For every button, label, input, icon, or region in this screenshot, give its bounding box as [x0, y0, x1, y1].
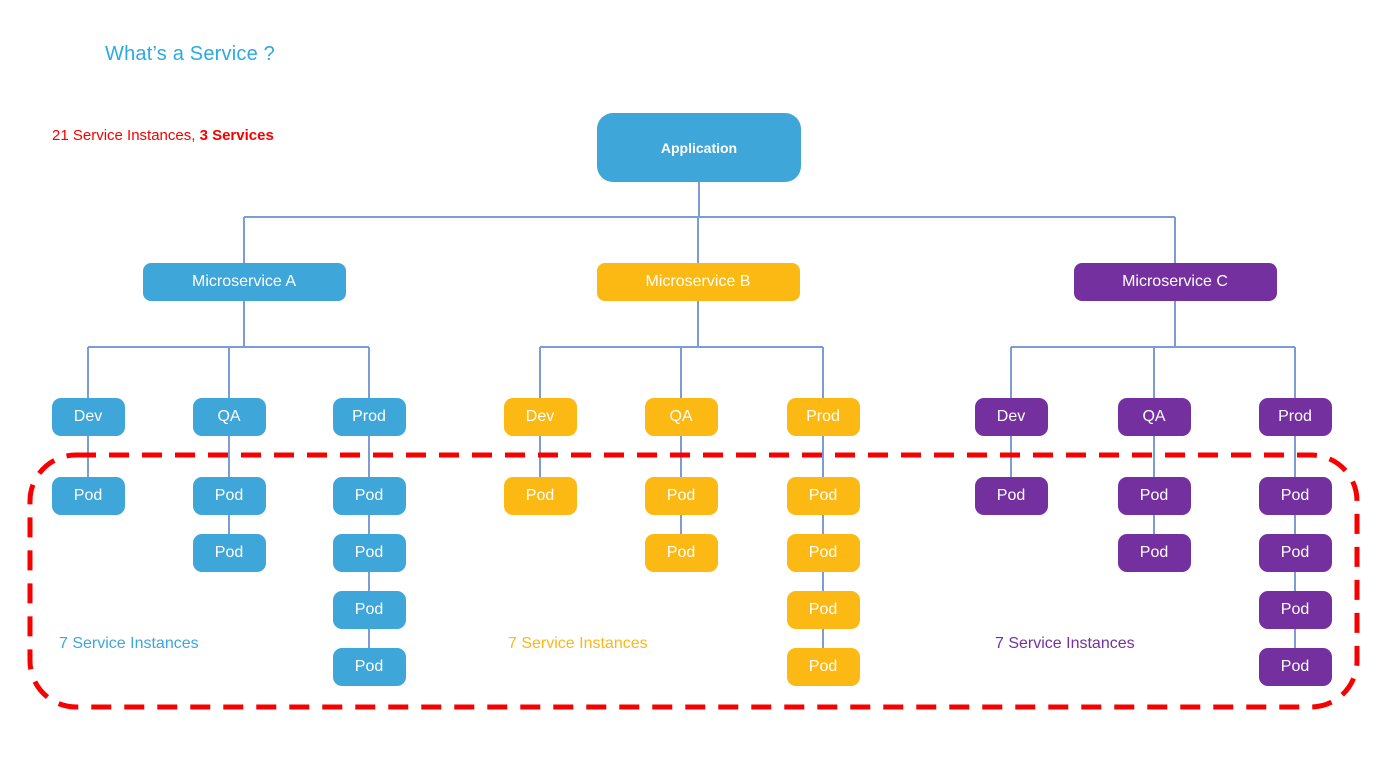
connector-line	[697, 217, 699, 263]
connector-line	[1010, 347, 1012, 398]
connector-line	[1153, 347, 1155, 398]
connector-line	[87, 436, 89, 477]
pod-node: Pod	[332, 534, 406, 572]
environment-node: Dev	[503, 398, 577, 436]
pod-node: Pod	[1258, 591, 1332, 629]
pod-node: Pod	[1258, 648, 1332, 686]
microservice-node: Microservice B	[596, 263, 800, 301]
connector-line	[228, 347, 230, 398]
connector-line	[228, 436, 230, 477]
connector-line	[680, 347, 682, 398]
connector-line	[539, 347, 541, 398]
connector-line	[822, 347, 824, 398]
connector-line	[243, 301, 245, 347]
connector-line	[228, 515, 230, 534]
pod-node: Pod	[1258, 534, 1332, 572]
connector-line	[1294, 515, 1296, 534]
summary-regular: 21 Service Instances,	[52, 127, 200, 144]
connector-line	[1294, 572, 1296, 591]
service-instances-caption: 7 Service Instances	[995, 635, 1135, 652]
connector-line	[244, 216, 1175, 218]
connector-line	[1011, 346, 1295, 348]
pod-node: Pod	[644, 477, 718, 515]
pod-node: Pod	[786, 591, 860, 629]
environment-node: QA	[192, 398, 266, 436]
connector-line	[1174, 217, 1176, 263]
environment-node: QA	[644, 398, 718, 436]
page-title: What’s a Service ?	[105, 43, 275, 65]
connector-line	[680, 436, 682, 477]
pod-node: Pod	[786, 477, 860, 515]
pod-node: Pod	[51, 477, 125, 515]
connector-line	[822, 629, 824, 648]
summary-label: 21 Service Instances, 3 Services	[52, 127, 274, 144]
microservice-node: Microservice A	[142, 263, 346, 301]
environment-node: Prod	[786, 398, 860, 436]
connector-line	[368, 515, 370, 534]
connector-line	[1294, 436, 1296, 477]
connector-line	[698, 182, 700, 217]
pod-node: Pod	[1258, 477, 1332, 515]
pod-node: Pod	[786, 648, 860, 686]
connector-line	[680, 515, 682, 534]
pod-node: Pod	[644, 534, 718, 572]
summary-bold: 3 Services	[199, 127, 274, 144]
connector-line	[368, 572, 370, 591]
connector-line	[697, 301, 699, 347]
environment-node: Prod	[1258, 398, 1332, 436]
pod-node: Pod	[1117, 534, 1191, 572]
connector-line	[1153, 436, 1155, 477]
connector-line	[368, 629, 370, 648]
connector-line	[822, 436, 824, 477]
pod-node: Pod	[503, 477, 577, 515]
microservice-node: Microservice C	[1073, 263, 1277, 301]
connector-line	[822, 572, 824, 591]
connector-line	[1010, 436, 1012, 477]
environment-node: Prod	[332, 398, 406, 436]
pod-node: Pod	[192, 477, 266, 515]
connector-line	[243, 217, 245, 263]
connector-line	[87, 347, 89, 398]
pod-node: Pod	[332, 591, 406, 629]
connector-line	[368, 436, 370, 477]
pod-node: Pod	[332, 648, 406, 686]
environment-node: Dev	[974, 398, 1048, 436]
service-instances-caption: 7 Service Instances	[508, 635, 648, 652]
pod-node: Pod	[332, 477, 406, 515]
connector-line	[539, 436, 541, 477]
environment-node: Dev	[51, 398, 125, 436]
pod-node: Pod	[974, 477, 1048, 515]
connector-line	[1153, 515, 1155, 534]
connector-line	[1294, 629, 1296, 648]
application-node: Application	[597, 113, 801, 182]
connector-line	[368, 347, 370, 398]
service-instances-caption: 7 Service Instances	[59, 635, 199, 652]
pod-node: Pod	[1117, 477, 1191, 515]
pod-node: Pod	[786, 534, 860, 572]
connector-line	[1294, 347, 1296, 398]
pod-node: Pod	[192, 534, 266, 572]
connector-line	[1174, 301, 1176, 347]
environment-node: QA	[1117, 398, 1191, 436]
connector-line	[822, 515, 824, 534]
